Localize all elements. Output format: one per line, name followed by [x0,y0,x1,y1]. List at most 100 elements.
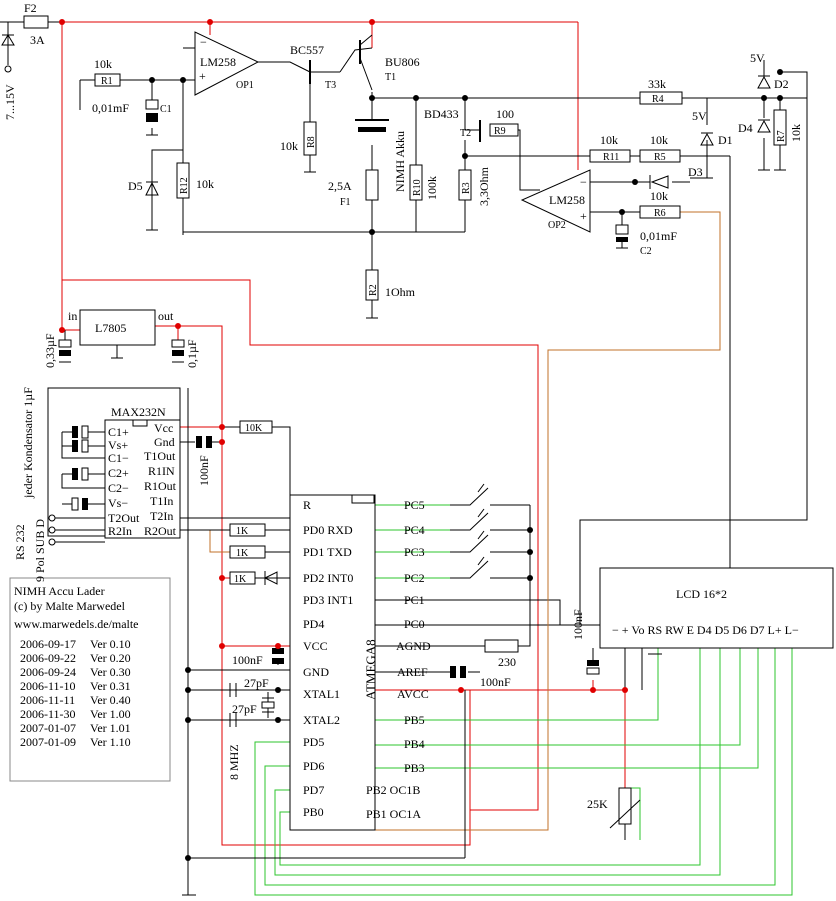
diode-d4 [757,119,771,133]
mcu-r8: AVCC [397,687,429,701]
max-r5: T1In [150,494,173,508]
label-max232: MAX232N [111,405,166,419]
capacitor-100nf-vcc [272,648,284,664]
label-t1: T1 [385,72,396,83]
labels: F2 3A 7...15V 10k R1 0,01mF C1 − + LM258… [3,1,803,821]
fuse-f2 [23,15,49,29]
resistor-r6 [639,205,681,219]
resistor-r1 [94,73,121,87]
resistor-r10 [409,164,423,201]
op1-plus: + [199,69,206,83]
label-r4-val: 33k [648,77,666,91]
led-indicator [255,571,278,585]
label-pot: 25K [587,797,608,811]
label-t2: T2 [460,128,471,139]
label-r12-val: 10k [196,177,214,191]
label-f1: F1 [340,197,351,208]
mcu-l8: XTAL1 [303,687,340,701]
max232-chip [104,419,181,539]
max-l0: C1+ [108,425,129,439]
max-r7: R2Out [144,524,177,538]
label-r7-val: 10k [789,124,803,142]
label-d3: D3 [688,165,703,179]
mcu-l7: GND [303,665,329,679]
label-op1-type: LM258 [200,55,236,69]
label-rs232: RS 232 [13,524,27,560]
label-r6-val: 10k [650,189,668,203]
resistor-r3 [458,169,472,201]
capacitor-033uf [58,330,72,363]
diode-d5 [145,181,159,196]
mcu-l11: PD6 [303,759,324,773]
label-1k-b: 1K [236,548,249,559]
label-op2-ref: OP2 [548,220,566,231]
max-r3: R1IN [148,464,175,478]
max-r4: R1Out [144,479,177,493]
ver-num-0: Ver 0.10 [90,637,131,651]
label-r12: R12 [179,177,190,194]
label-d1-val: 5V [692,109,707,123]
resistor-r5 [639,149,681,163]
ver-num-5: Ver 1.00 [90,707,131,721]
lcd-16x2 [599,567,834,649]
mcu-r12: PB2 OC1B [366,783,420,797]
input-diode [1,34,15,46]
transistor-t1 [359,34,373,91]
capacitor-100nf-lcd [586,648,600,675]
ver-date-1: 2006-09-22 [20,651,76,665]
ver-num-6: Ver 1.01 [90,721,131,735]
analog-wires [0,21,808,626]
max-l4: C2− [108,481,129,495]
label-r7: R7 [776,130,787,142]
ver-date-5: 2006-11-30 [20,707,76,721]
resistor-1k-b [229,545,266,559]
label-t3-type: BC557 [290,43,324,57]
label-d5: D5 [128,179,143,193]
label-crystal: 8 MHZ [227,744,241,780]
max-l7: R2In [108,524,132,538]
mcu-r13: PB1 OC1A [366,807,421,821]
ver-num-7: Ver 1.10 [90,735,131,749]
label-r10-val: 100k [425,176,439,200]
label-jeder: jeder Kondensator 1µF [21,387,35,499]
label-r2-val: 1Ohm [385,285,416,299]
capacitor-100nf-aref [450,666,466,678]
max-l1: Vs+ [108,438,128,452]
label-reg-out: out [158,309,174,323]
label-lcd: LCD 16*2 [676,587,727,601]
mcu-l9: XTAL2 [303,713,340,727]
label-f1-val: 2,5A [328,179,352,193]
label-reg-in: in [68,309,77,323]
diode-d2 [757,75,771,89]
label-fuse-f2: F2 [24,1,37,15]
label-r1-val: 10k [94,57,112,71]
op2-plus: + [580,209,587,223]
mcu-r11: PB3 [404,761,425,775]
label-c27b: 27pF [232,702,257,716]
mcu-r10: PB4 [404,737,425,751]
max-r0: Vcc [154,421,173,435]
capacitor-c2 [615,224,629,242]
label-op1-ref: OP1 [236,80,254,91]
label-r11: R11 [603,152,619,163]
op1-minus: − [200,35,207,49]
crystal-caps [229,683,237,727]
label-r1: R1 [101,76,113,87]
label-r5: R5 [654,152,666,163]
ground-symbols [146,134,786,655]
label-d2-val: 5V [750,51,765,65]
resistor-r2 [365,269,379,301]
label-t2-type: BD433 [424,107,459,121]
label-10k: 10K [245,423,263,434]
mcu-r5: PC0 [404,617,425,631]
label-r10: R10 [412,179,423,196]
label-r9: R9 [494,126,506,137]
ver-date-2: 2006-09-24 [20,665,76,679]
label-c2-val: 0,01mF [640,229,677,243]
potentiometer-25k [609,787,641,840]
mcu-r1: PC4 [404,523,425,537]
max232-notch [132,419,148,427]
mcu-l10: PD5 [303,735,324,749]
